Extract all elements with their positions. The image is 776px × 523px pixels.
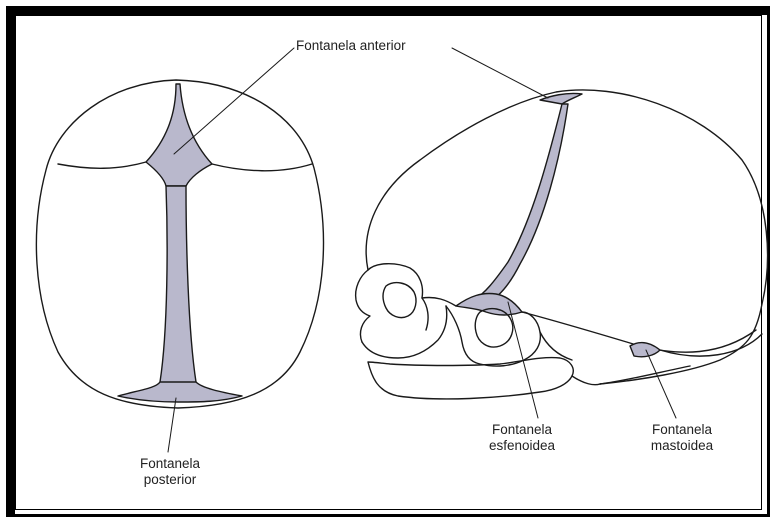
side-view-mastoid-fontanelle: [630, 343, 660, 357]
label-fontanela-posterior: Fontanela posterior: [110, 456, 230, 488]
leader-posterior: [168, 398, 176, 452]
side-view-mandible: [368, 358, 573, 399]
side-view-occipital-lower: [600, 366, 690, 384]
label-esfenoidea-line2: esfenoidea: [462, 438, 582, 454]
side-view-zygomatic: [422, 297, 456, 306]
leader-anterior-side: [452, 48, 548, 98]
side-view-coronal-suture: [476, 104, 568, 304]
label-fontanela-mastoidea: Fontanela mastoidea: [622, 422, 742, 454]
side-view-temporal-plate: [446, 306, 540, 366]
label-mastoidea-line2: mastoidea: [622, 438, 742, 454]
top-view-posterior-fontanelle: [118, 382, 242, 402]
label-fontanela-esfenoidea: Fontanela esfenoidea: [462, 422, 582, 454]
side-view-lambdoid-edge: [660, 334, 762, 356]
top-view-sagittal-suture: [160, 186, 196, 384]
side-view-sphenoid-fontanelle: [456, 294, 522, 316]
side-view-mandible-angle: [540, 332, 572, 360]
side-view-skull-base: [572, 376, 600, 385]
top-view-coronal-suture-left: [58, 162, 146, 168]
side-view-maxilla: [362, 306, 447, 358]
label-mastoidea-line1: Fontanela: [622, 422, 742, 438]
label-posterior-line2: posterior: [110, 472, 230, 488]
top-view-coronal-suture-right: [212, 164, 312, 171]
leader-anterior-top: [174, 48, 294, 154]
label-esfenoidea-line1: Fontanela: [462, 422, 582, 438]
leader-esfenoidea: [508, 302, 538, 418]
top-view-anterior-fontanelle: [146, 84, 212, 186]
leader-mastoidea: [646, 350, 676, 418]
label-fontanela-anterior: Fontanela anterior: [296, 38, 406, 54]
side-view-orbit: [368, 264, 428, 330]
label-posterior-line1: Fontanela: [110, 456, 230, 472]
side-view-facial-inner: [383, 283, 416, 318]
label-anterior-text: Fontanela anterior: [296, 38, 406, 54]
side-view-nasal-bone: [356, 270, 370, 342]
side-view-cranial-outline: [366, 90, 767, 384]
